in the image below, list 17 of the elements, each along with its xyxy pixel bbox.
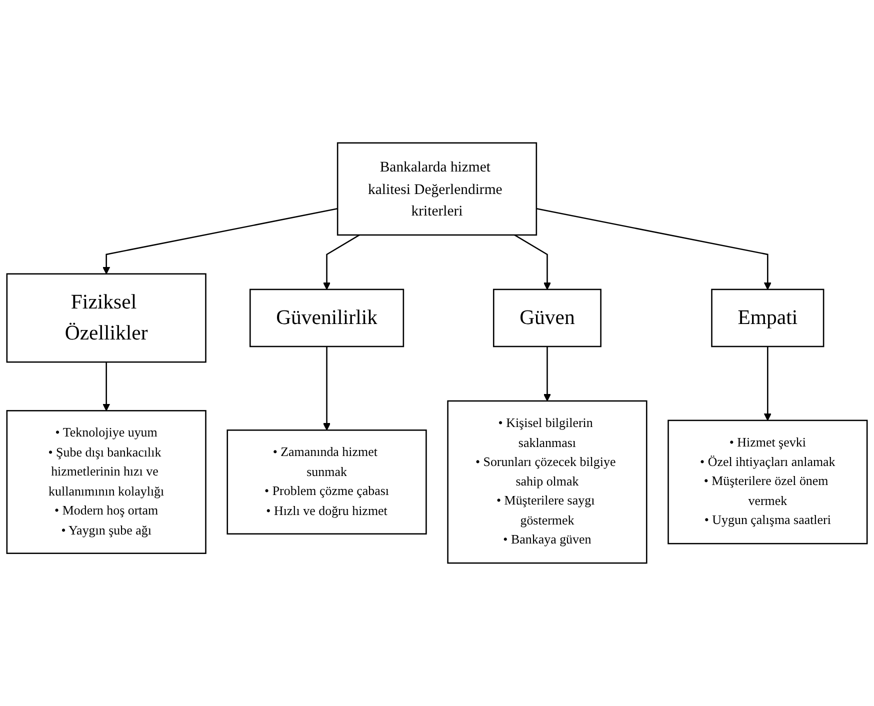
node-box: Bankalarda hizmet kalitesi Değerlendirme kriterleri <box>336 142 538 236</box>
node-box: • Hizmet şevki • Özel ihtiyaçları anlamak • Müşterilere özel önem vermek • Uygun çalışma saatleri <box>668 420 868 544</box>
arrow <box>543 346 552 402</box>
node-box: • Kişisel bilgilerin saklanması • Sorunları çözecek bilgiye sahip olmak • Müşterilere saygı göstermek • Bankaya güven <box>447 400 648 564</box>
node-box: Güven <box>492 288 602 348</box>
node-box: • Zamanında hizmet sunmak • Problem çözme çabası • Hızlı ve doğru hizmet <box>226 430 427 535</box>
arrow <box>102 208 338 274</box>
node-box: Güvenilirlik <box>249 288 404 348</box>
node-box: • Teknolojiye uyum • Şube dışı bankacılık hizmetlerinin hızı ve kullanımının kolaylığı • Modern hoş ortam • Yaygın şube ağı <box>6 410 206 554</box>
node-box: Empati <box>711 288 824 348</box>
arrow <box>322 234 360 290</box>
node-box: Fiziksel Özellikler <box>6 273 206 363</box>
arrow <box>764 346 772 421</box>
arrow <box>322 346 331 430</box>
arrow <box>536 208 772 290</box>
arrow <box>102 362 110 412</box>
arrow <box>514 234 552 290</box>
